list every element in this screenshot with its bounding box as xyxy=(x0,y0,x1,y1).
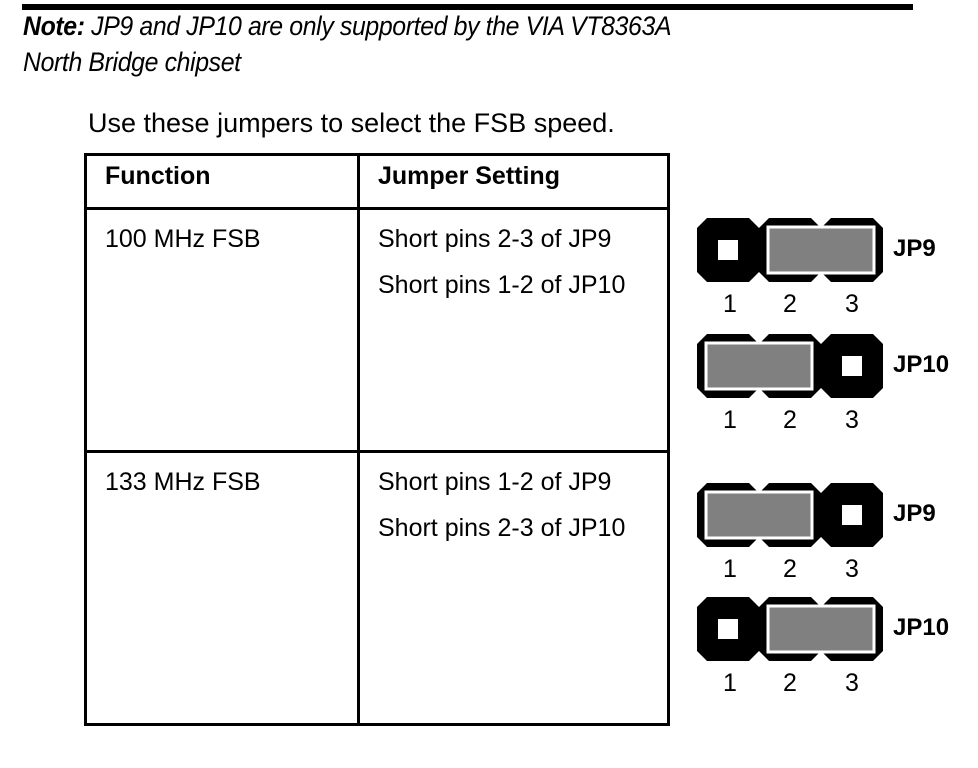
note: Note: JP9 and JP10 are only supported by… xyxy=(23,8,672,80)
setting-line: Short pins 2-3 of JP10 xyxy=(378,514,626,542)
pin-number: 3 xyxy=(845,290,859,318)
jumper-jp9 xyxy=(697,483,883,547)
open-pin xyxy=(718,619,738,639)
jumper-cap xyxy=(766,604,876,654)
pin-number: 2 xyxy=(783,406,797,434)
jumper-label: JP9 xyxy=(893,500,936,527)
jumper-cap xyxy=(704,341,814,391)
note-line1: JP9 and JP10 are only supported by the V… xyxy=(84,11,672,41)
pin-number: 3 xyxy=(845,406,859,434)
open-pin xyxy=(842,356,862,376)
top-rule xyxy=(22,4,913,10)
open-pin xyxy=(842,505,862,525)
intro-text: Use these jumpers to select the FSB spee… xyxy=(88,108,615,138)
pin-number: 2 xyxy=(783,669,797,697)
open-pin xyxy=(718,240,738,260)
pin-number: 1 xyxy=(723,669,737,697)
jumper-label: JP10 xyxy=(893,614,950,641)
jumper-cap xyxy=(766,225,876,275)
pin-number: 1 xyxy=(723,290,737,318)
pin-number: 1 xyxy=(723,555,737,583)
pin-number: 3 xyxy=(845,669,859,697)
cell-setting: Short pins 1-2 of JP9 Short pins 2-3 of … xyxy=(357,450,670,726)
note-prefix: Note: xyxy=(23,11,85,41)
pin-number: 1 xyxy=(723,406,737,434)
cell-function: 100 MHz FSB xyxy=(84,207,360,453)
pin-number: 3 xyxy=(845,555,859,583)
cell-function: 133 MHz FSB xyxy=(84,450,360,726)
pin-number: 2 xyxy=(783,555,797,583)
jumper-label: JP9 xyxy=(893,235,936,262)
note-line2: North Bridge chipset xyxy=(23,47,241,77)
jumper-cap xyxy=(704,490,814,540)
table-row: 100 MHz FSB Short pins 2-3 of JP9 Short … xyxy=(84,207,670,453)
header-jumper-setting: Jumper Setting xyxy=(357,153,670,210)
setting-line: Short pins 1-2 of JP9 xyxy=(378,468,612,496)
jumper-jp10 xyxy=(697,597,883,661)
table-row: 133 MHz FSB Short pins 1-2 of JP9 Short … xyxy=(84,450,670,726)
table-header-row: Function Jumper Setting xyxy=(84,153,670,210)
jumper-jp10 xyxy=(697,334,883,398)
cell-setting: Short pins 2-3 of JP9 Short pins 1-2 of … xyxy=(357,207,670,453)
setting-line: Short pins 2-3 of JP9 xyxy=(378,225,612,253)
pin-number: 2 xyxy=(783,290,797,318)
header-function: Function xyxy=(84,153,360,210)
jumper-label: JP10 xyxy=(893,351,950,378)
jumper-jp9 xyxy=(697,218,883,282)
setting-line: Short pins 1-2 of JP10 xyxy=(378,271,626,299)
fsb-table: Function Jumper Setting 100 MHz FSB Shor… xyxy=(84,153,670,726)
